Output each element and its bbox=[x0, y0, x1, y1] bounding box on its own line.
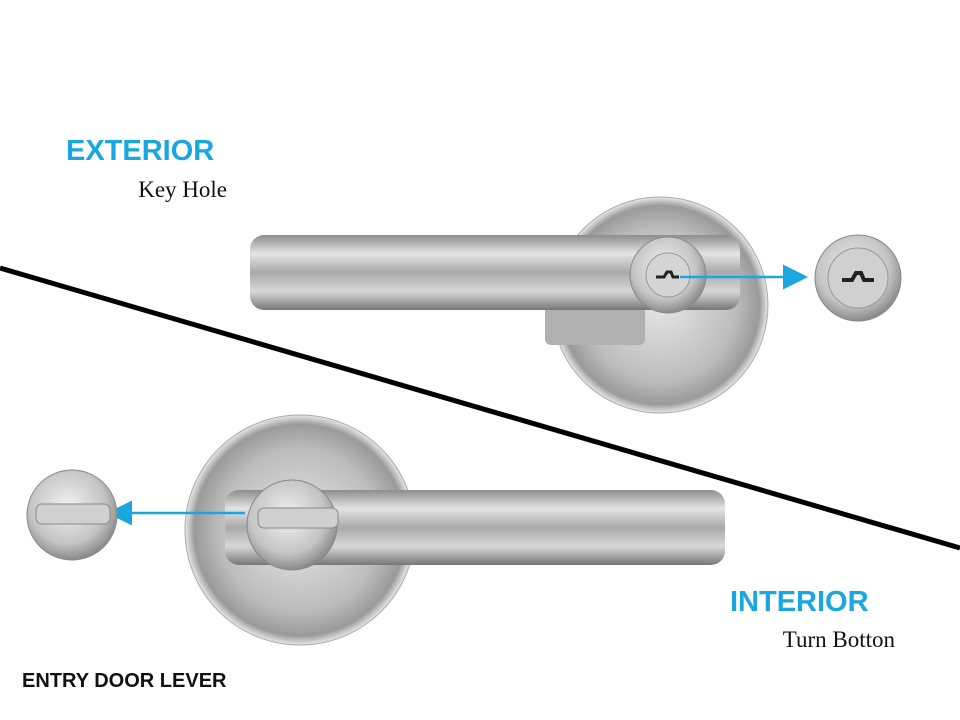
interior-lever-handle bbox=[225, 490, 725, 565]
key-hole-label: Key Hole bbox=[138, 177, 227, 202]
divider-line bbox=[0, 265, 960, 551]
keyhole-detail-icon bbox=[842, 271, 874, 282]
exterior-lever bbox=[250, 196, 769, 414]
interior-lever bbox=[184, 414, 725, 646]
keyhole-detail bbox=[814, 234, 902, 322]
exterior-lever-handle bbox=[250, 235, 740, 310]
exterior-label: EXTERIOR bbox=[66, 135, 215, 167]
product-caption: ENTRY DOOR LEVER bbox=[22, 670, 227, 692]
interior-label: INTERIOR bbox=[730, 586, 869, 618]
keyhole-detail-cylinder bbox=[827, 247, 889, 309]
thumbturn bbox=[257, 507, 339, 529]
exterior-neck bbox=[545, 300, 645, 345]
thumbturn-detail bbox=[35, 503, 111, 525]
turn-button-label: Turn Botton bbox=[782, 627, 895, 652]
key-cylinder bbox=[645, 252, 691, 298]
turn-button-detail bbox=[26, 469, 118, 561]
keyhole-icon bbox=[656, 270, 679, 279]
